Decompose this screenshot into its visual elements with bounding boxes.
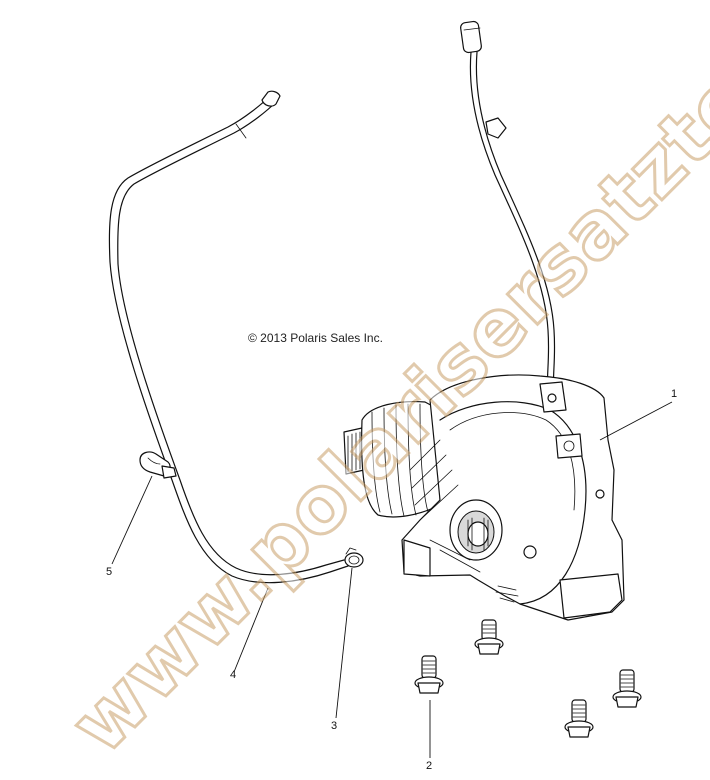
- bolt-icon: [414, 619, 642, 738]
- leader-lines: [111, 401, 673, 758]
- callout-1: 1: [671, 388, 678, 400]
- callout-4: 4: [230, 669, 237, 681]
- callout-2: 2: [426, 760, 433, 772]
- leader-1: [599, 401, 673, 441]
- hose-clamp-icon: [344, 547, 364, 568]
- leader-3: [335, 567, 353, 719]
- callout-5: 5: [106, 566, 113, 578]
- copyright-text: © 2013 Polaris Sales Inc.: [248, 331, 383, 345]
- gearcase-icon: [343, 374, 625, 621]
- breather-line-icon: [460, 20, 556, 393]
- vent-hose-icon: [108, 90, 349, 584]
- hose-clip-icon: [139, 451, 177, 479]
- leader-4: [233, 587, 269, 673]
- leader-5: [111, 475, 153, 565]
- callout-3: 3: [331, 720, 338, 732]
